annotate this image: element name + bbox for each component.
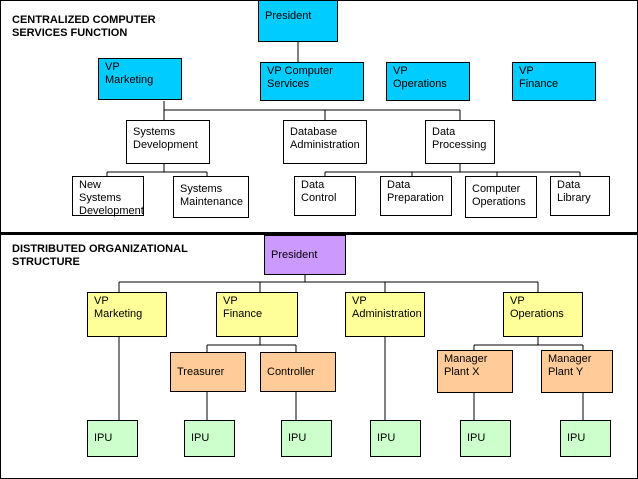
distributed-vp-operations-box: VP Operations: [503, 292, 583, 337]
distributed-vp-administration-box: VP Administration: [345, 292, 425, 337]
distributed-section-title: DISTRIBUTED ORGANIZATIONAL STRUCTURE: [12, 243, 188, 268]
distributed-vp-finance-box: VP Finance: [216, 292, 298, 337]
new-systems-development-box: New Systems Development: [72, 176, 144, 217]
ipu-box-5: IPU: [460, 420, 511, 457]
ipu-box-4: IPU: [370, 420, 421, 457]
systems-development-box: Systems Development: [126, 120, 210, 164]
centralized-section-title: CENTRALIZED COMPUTER SERVICES FUNCTION: [12, 14, 156, 39]
vp-marketing-box: VP Marketing: [98, 58, 182, 100]
treasurer-box: Treasurer: [170, 352, 246, 392]
vp-computer-services-box: VP Computer Services: [260, 62, 364, 101]
computer-operations-box: Computer Operations: [465, 176, 537, 218]
data-library-box: Data Library: [550, 176, 610, 216]
systems-maintenance-box: Systems Maintenance: [173, 176, 249, 218]
data-processing-box: Data Processing: [425, 120, 495, 164]
distributed-president-box: President: [264, 235, 346, 275]
manager-plant-x-box: Manager Plant X: [437, 350, 513, 393]
ipu-box-6: IPU: [560, 420, 611, 457]
ipu-box-2: IPU: [184, 420, 235, 457]
data-control-box: Data Control: [294, 176, 356, 216]
centralized-president-box: President: [258, 0, 338, 42]
data-preparation-box: Data Preparation: [380, 176, 452, 216]
vp-finance-box: VP Finance: [512, 62, 596, 101]
controller-box: Controller: [260, 352, 336, 392]
ipu-box-3: IPU: [281, 420, 332, 457]
database-administration-box: Database Administration: [283, 120, 367, 164]
distributed-vp-marketing-box: VP Marketing: [87, 292, 167, 337]
manager-plant-y-box: Manager Plant Y: [541, 350, 613, 393]
section-divider: [0, 232, 638, 235]
ipu-box-1: IPU: [87, 420, 138, 457]
vp-operations-box: VP Operations: [386, 62, 470, 101]
